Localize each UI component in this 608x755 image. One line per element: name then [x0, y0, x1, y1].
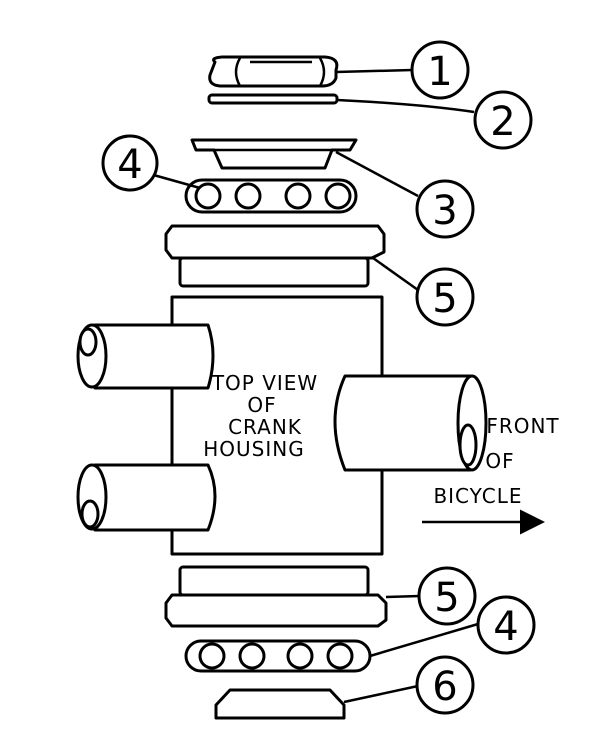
- washer-part-2: [207, 93, 339, 105]
- callout-6: 6: [415, 655, 475, 715]
- svg-text:3: 3: [432, 188, 457, 234]
- left-upper-tube: [76, 323, 215, 390]
- svg-text:1: 1: [427, 49, 452, 95]
- direction-label-line-2: OF: [485, 449, 514, 473]
- cone-part-3: [190, 138, 358, 170]
- left-lower-tube: [76, 463, 217, 532]
- leader-lines: [149, 68, 479, 704]
- bearing-retainer-part-4-top: [184, 178, 358, 214]
- callout-5-bottom: 5: [417, 566, 477, 626]
- callout-2: 2: [473, 90, 533, 150]
- housing-label-line-3: CRANK: [228, 415, 302, 439]
- callout-5-top: 5: [415, 267, 475, 327]
- direction-label-line-3: BICYCLE: [433, 484, 522, 508]
- callout-4-top: 4: [101, 134, 159, 192]
- svg-text:2: 2: [490, 99, 515, 145]
- locknut-part-1: [208, 55, 339, 88]
- svg-text:5: 5: [434, 575, 459, 621]
- callout-1: 1: [410, 40, 470, 100]
- bearing-retainer-part-4-bottom: [184, 639, 372, 673]
- callout-4-bottom: 4: [476, 595, 536, 655]
- bearing-cup-part-5-top: [164, 224, 386, 288]
- svg-text:4: 4: [493, 604, 518, 650]
- housing-label-line-2: OF: [247, 393, 276, 417]
- right-tube: [333, 374, 488, 472]
- svg-text:5: 5: [432, 276, 457, 322]
- svg-text:4: 4: [117, 142, 142, 188]
- direction-label-line-1: FRONT: [486, 414, 559, 438]
- housing-label-line-4: HOUSING: [203, 437, 304, 461]
- bearing-cup-part-5-bottom: [164, 565, 388, 628]
- housing-label-line-1: TOP VIEW: [211, 371, 318, 395]
- callout-3: 3: [415, 179, 475, 239]
- fixed-cone-part-6: [214, 688, 346, 720]
- svg-text:6: 6: [432, 664, 457, 710]
